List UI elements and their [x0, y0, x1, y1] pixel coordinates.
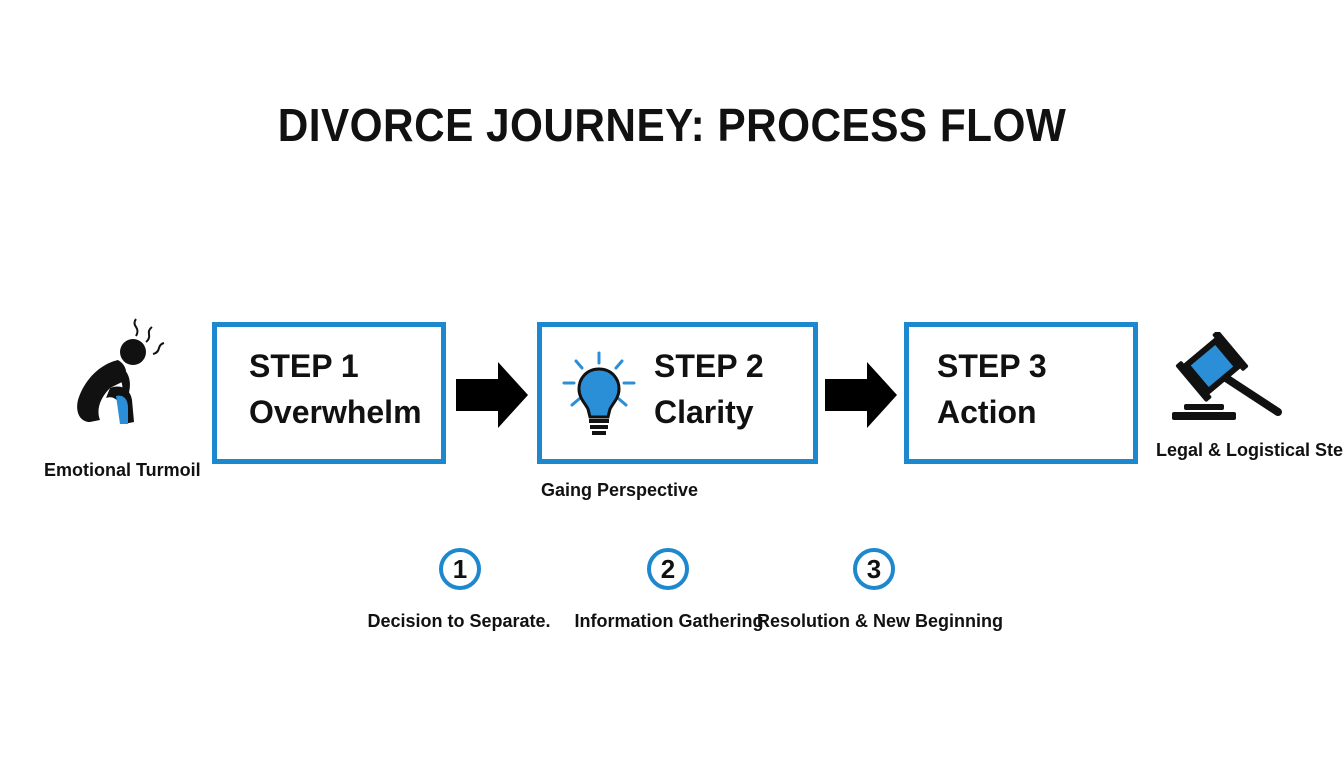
- step-1-heading: STEP 1: [249, 348, 359, 384]
- step-3-name: Action: [937, 394, 1037, 430]
- step-2-box: STEP 2 Clarity: [537, 322, 818, 464]
- milestone-2-badge: 2: [647, 548, 689, 590]
- arrow-right-icon: [825, 362, 897, 428]
- step-3-heading: STEP 3: [937, 348, 1047, 384]
- gavel-icon: [1172, 332, 1282, 420]
- step-2-heading: STEP 2: [654, 348, 764, 384]
- step-1-name: Overwhelm: [249, 394, 422, 430]
- step-3-box: STEP 3 Action: [904, 322, 1138, 464]
- step-1-box: STEP 1 Overwhelm: [212, 322, 446, 464]
- step-2-name: Clarity: [654, 394, 754, 430]
- milestone-2-label: Information Gathering: [574, 611, 764, 631]
- distressed-person-icon: [77, 318, 165, 424]
- lightbulb-icon: [562, 351, 636, 435]
- page-title: DIVORCE JOURNEY: PROCESS FLOW: [277, 99, 1067, 151]
- milestone-3-label: Resolution & New Beginning: [757, 611, 1003, 631]
- milestone-3-badge: 3: [853, 548, 895, 590]
- milestone-1-badge: 1: [439, 548, 481, 590]
- arrow-right-icon: [456, 362, 528, 428]
- start-label: Emotional Turmoil: [44, 460, 201, 480]
- step-2-sublabel: Gaing Perspective: [541, 480, 699, 500]
- milestone-1-label: Decision to Separate.: [367, 611, 551, 631]
- end-label: Legal & Logistical Steps: [1156, 440, 1344, 460]
